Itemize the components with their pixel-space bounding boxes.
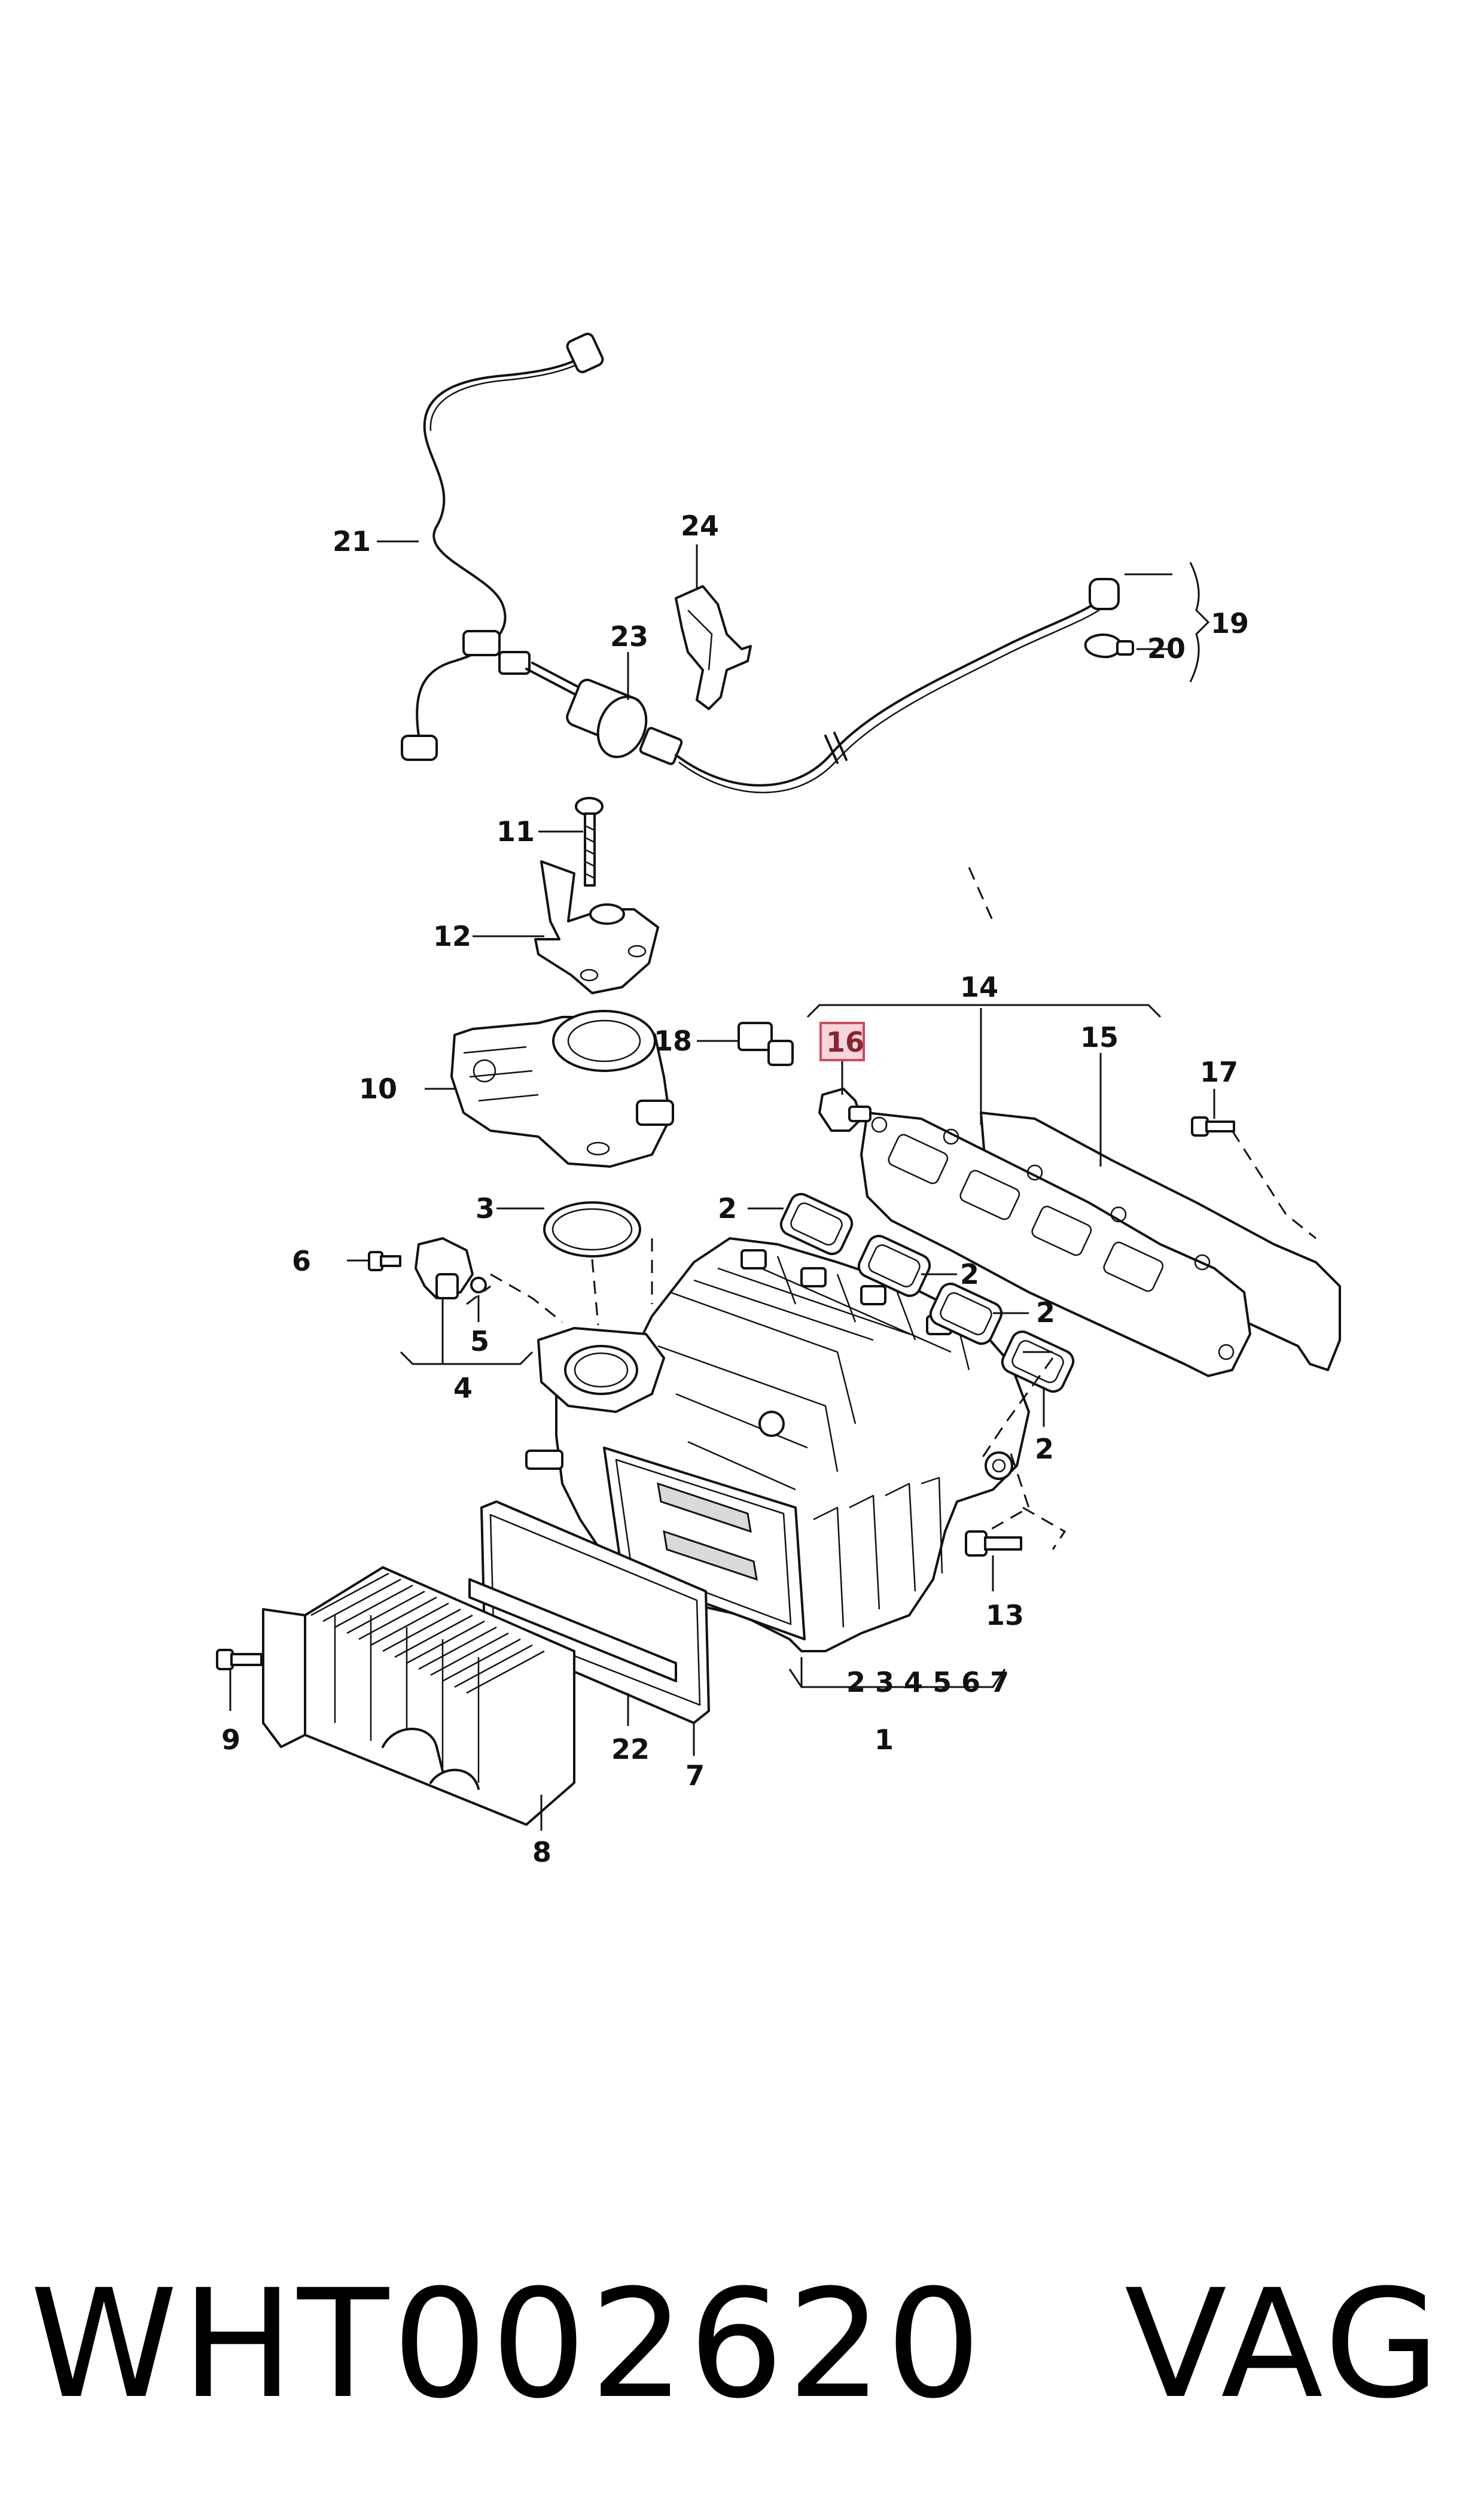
label-5: 5	[470, 1325, 489, 1357]
label-2a: 2	[718, 1192, 737, 1225]
highlight-box-16	[819, 1022, 865, 1061]
boost-pressure-sensor-group	[368, 1237, 487, 1299]
intake-runner-gaskets	[779, 1193, 1075, 1393]
label-24: 24	[681, 510, 719, 542]
part-number-text: WHT002620	[30, 2257, 985, 2431]
label-12: 12	[433, 920, 471, 952]
label-8: 8	[532, 1836, 551, 1868]
label-2d: 2	[1035, 1433, 1054, 1465]
vacuum-hose-assembly	[401, 333, 1134, 793]
label-kit-contents: 2 3 4 5 6 7	[846, 1666, 1009, 1698]
label-7: 7	[685, 1759, 705, 1792]
intake-manifold-flange-group	[738, 1022, 1341, 1557]
label-21: 21	[333, 525, 371, 558]
label-9: 9	[221, 1724, 240, 1756]
label-4: 4	[453, 1372, 473, 1404]
brand-text: VAG	[1125, 2257, 1443, 2431]
label-14: 14	[960, 971, 998, 1003]
label-22: 22	[611, 1733, 650, 1765]
label-19: 19	[1211, 607, 1249, 640]
footer-caption: WHT002620 VAG	[30, 2257, 1443, 2431]
label-18: 18	[654, 1025, 692, 1057]
label-20: 20	[1147, 632, 1186, 665]
assembly-lines	[466, 867, 1317, 1550]
label-2b: 2	[960, 1258, 979, 1290]
label-13: 13	[986, 1599, 1024, 1631]
intake-manifold	[525, 1237, 1030, 1652]
label-2c: 2	[1036, 1296, 1055, 1329]
label-3: 3	[476, 1192, 495, 1225]
label-11: 11	[496, 815, 535, 848]
leader-lines	[229, 540, 1215, 1831]
label-6: 6	[292, 1245, 311, 1277]
part-labels: 21 24 23 19 20 11 12 14 18 16 15 17 10 3…	[221, 510, 1249, 1868]
throttle-body-group	[450, 797, 674, 1258]
label-23: 23	[610, 620, 648, 653]
label-17: 17	[1200, 1056, 1238, 1088]
label-15: 15	[1080, 1021, 1119, 1054]
intercooler-group	[216, 1500, 710, 1826]
label-16: 16	[826, 1026, 864, 1058]
label-10: 10	[359, 1073, 397, 1105]
label-1: 1	[874, 1724, 894, 1756]
